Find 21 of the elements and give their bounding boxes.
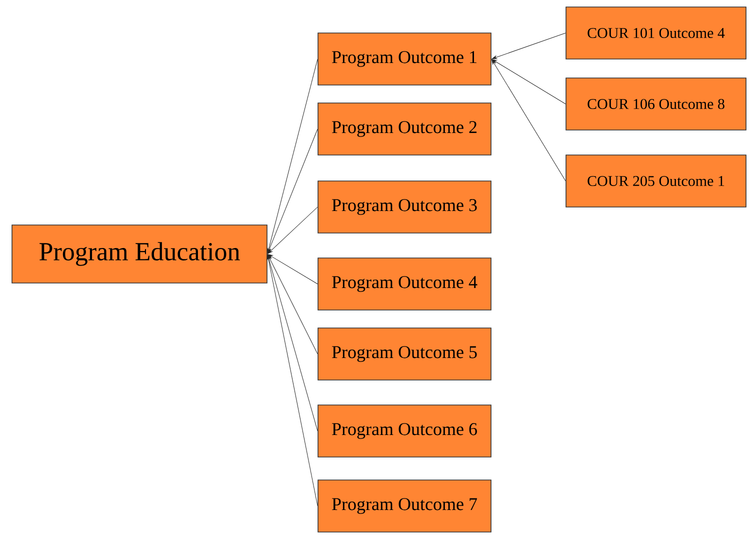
process-box: Program Outcome 6 — [318, 404, 492, 458]
process-box: COUR 205 Outcome 1 — [566, 154, 746, 208]
arrow — [268, 206, 318, 254]
arrow — [492, 32, 566, 59]
process-box: Program Outcome 2 — [318, 102, 492, 156]
arrow — [267, 254, 318, 432]
process-box: Program Education — [12, 224, 268, 284]
process-box: Program Outcome 1 — [318, 32, 492, 86]
arrow — [492, 59, 566, 104]
arrow — [266, 254, 318, 506]
arrow — [267, 58, 318, 254]
process-box: COUR 106 Outcome 8 — [566, 78, 746, 130]
arrow — [492, 59, 566, 182]
process-box: COUR 101 Outcome 4 — [566, 6, 746, 60]
process-box: Program Outcome 5 — [318, 328, 492, 380]
arrow — [267, 128, 318, 254]
process-box: Program Outcome 7 — [318, 480, 492, 532]
arrow — [268, 254, 318, 354]
arrow — [268, 254, 318, 284]
process-box: Program Outcome 3 — [318, 180, 492, 234]
process-box: Program Outcome 4 — [318, 258, 492, 310]
